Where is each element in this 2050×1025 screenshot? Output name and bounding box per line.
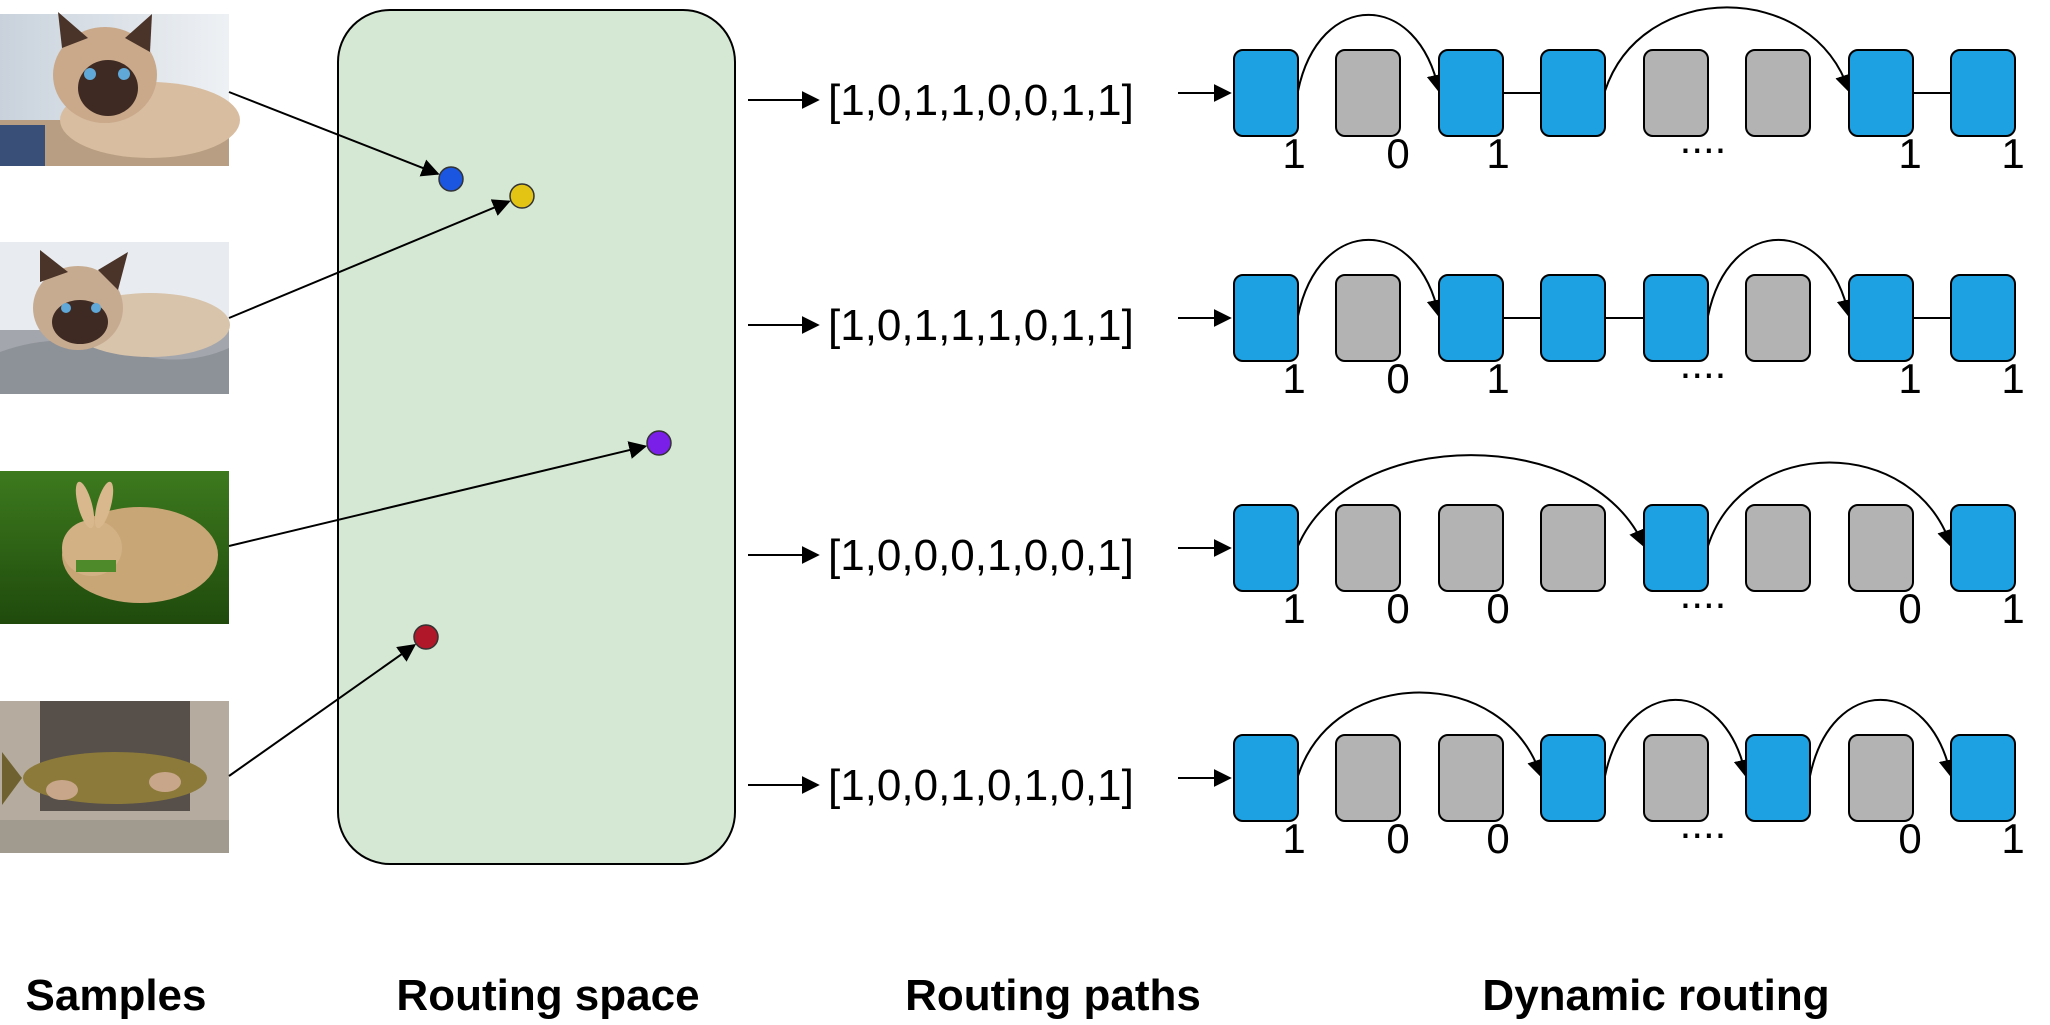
inactive-block bbox=[1540, 504, 1606, 592]
routing-path-text: [1,0,1,1,0,0,1,1] bbox=[828, 76, 1134, 125]
routing-path-row: [1,0,0,0,1,0,0,1] 1 0 0.... 0 1 bbox=[748, 454, 2025, 632]
caption-routing-paths: Routing paths bbox=[905, 971, 1201, 1020]
routing-path-row: [1,0,1,1,0,0,1,1] 1 0 1.... 1 1 bbox=[748, 6, 2025, 177]
active-block bbox=[1643, 504, 1709, 592]
captions: Samples Routing space Routing paths Dyna… bbox=[26, 971, 1830, 1020]
block-label: 1 bbox=[2001, 130, 2024, 177]
block-label: 0 bbox=[1386, 355, 1409, 402]
skip-connection-arrow bbox=[1707, 461, 1955, 548]
active-block bbox=[1233, 274, 1299, 362]
routing-path-text: [1,0,0,0,1,0,0,1] bbox=[828, 531, 1134, 580]
routing-point bbox=[646, 430, 672, 456]
routing-path-text: [1,0,0,1,0,1,0,1] bbox=[828, 761, 1134, 810]
skip-connection-arrow bbox=[1604, 698, 1752, 778]
routing-path-text: [1,0,1,1,1,0,1,1] bbox=[828, 301, 1134, 350]
routing-path-row: [1,0,0,1,0,1,0,1] 1 0 0.... 0 1 bbox=[748, 691, 2025, 862]
routing-point bbox=[509, 183, 535, 209]
active-block bbox=[1438, 274, 1504, 362]
block-label: 1 bbox=[1898, 355, 1921, 402]
rabbit-photo bbox=[0, 471, 229, 624]
inactive-block bbox=[1438, 504, 1504, 592]
block-label: 1 bbox=[1486, 355, 1509, 402]
sample-arrow bbox=[228, 199, 511, 319]
block-label: 0 bbox=[1486, 585, 1509, 632]
active-block bbox=[1233, 49, 1299, 137]
block-label: .... bbox=[1680, 800, 1727, 847]
caption-dynamic-routing: Dynamic routing bbox=[1482, 971, 1829, 1020]
cat-photo-1 bbox=[0, 12, 240, 166]
inactive-block bbox=[1335, 274, 1401, 362]
block-label: 1 bbox=[2001, 585, 2024, 632]
block-label: .... bbox=[1680, 115, 1727, 162]
active-block bbox=[1233, 734, 1299, 822]
block-label: 1 bbox=[1282, 585, 1305, 632]
inactive-block bbox=[1335, 49, 1401, 137]
active-block bbox=[1950, 49, 2016, 137]
inactive-block bbox=[1745, 49, 1811, 137]
block-label: 1 bbox=[1282, 130, 1305, 177]
routing-point bbox=[438, 166, 464, 192]
active-block bbox=[1950, 274, 2016, 362]
active-block bbox=[1540, 49, 1606, 137]
sample-arrow bbox=[228, 441, 648, 547]
sample-arrow bbox=[228, 644, 417, 777]
active-block bbox=[1643, 274, 1709, 362]
sample-to-point-arrows bbox=[228, 91, 648, 777]
block-label: 1 bbox=[2001, 815, 2024, 862]
block-label: 0 bbox=[1386, 130, 1409, 177]
active-block bbox=[1848, 274, 1914, 362]
active-block bbox=[1950, 504, 2016, 592]
inactive-block bbox=[1643, 49, 1709, 137]
active-block bbox=[1438, 49, 1504, 137]
skip-connection-arrow bbox=[1297, 13, 1445, 93]
inactive-block bbox=[1438, 734, 1504, 822]
skip-connection-arrow bbox=[1297, 238, 1445, 318]
skip-connection-arrow bbox=[1297, 454, 1646, 548]
sample-images bbox=[0, 12, 240, 853]
block-label: 0 bbox=[1386, 815, 1409, 862]
active-block bbox=[1848, 49, 1914, 137]
block-label: 0 bbox=[1898, 815, 1921, 862]
inactive-block bbox=[1745, 274, 1811, 362]
cat-photo-2 bbox=[0, 242, 230, 394]
block-label: 1 bbox=[1898, 130, 1921, 177]
block-label: 1 bbox=[1486, 130, 1509, 177]
active-block bbox=[1540, 274, 1606, 362]
skip-connection-arrow bbox=[1809, 698, 1957, 778]
block-label: 1 bbox=[1282, 815, 1305, 862]
inactive-block bbox=[1335, 504, 1401, 592]
inactive-block bbox=[1335, 734, 1401, 822]
routing-space-box bbox=[337, 9, 736, 865]
skip-connection-arrow bbox=[1297, 691, 1545, 778]
inactive-block bbox=[1745, 504, 1811, 592]
caption-samples: Samples bbox=[26, 971, 207, 1020]
caption-routing-space: Routing space bbox=[396, 971, 699, 1020]
block-label: 0 bbox=[1898, 585, 1921, 632]
routing-points bbox=[413, 166, 672, 650]
skip-connection-arrow bbox=[1707, 238, 1855, 318]
block-label: 1 bbox=[1282, 355, 1305, 402]
block-label: 0 bbox=[1386, 585, 1409, 632]
inactive-block bbox=[1643, 734, 1709, 822]
inactive-block bbox=[1848, 504, 1914, 592]
block-label: .... bbox=[1680, 340, 1727, 387]
active-block bbox=[1745, 734, 1811, 822]
active-block bbox=[1540, 734, 1606, 822]
block-label: 1 bbox=[2001, 355, 2024, 402]
active-block bbox=[1950, 734, 2016, 822]
skip-connection-arrow bbox=[1604, 6, 1853, 93]
fish-photo bbox=[0, 701, 229, 853]
routing-point bbox=[413, 624, 439, 650]
active-block bbox=[1233, 504, 1299, 592]
sample-arrow bbox=[228, 91, 440, 177]
routing-path-row: [1,0,1,1,1,0,1,1] 1 0 1.... 1 1 bbox=[748, 238, 2025, 402]
block-label: 0 bbox=[1486, 815, 1509, 862]
inactive-block bbox=[1848, 734, 1914, 822]
block-label: .... bbox=[1680, 570, 1727, 617]
